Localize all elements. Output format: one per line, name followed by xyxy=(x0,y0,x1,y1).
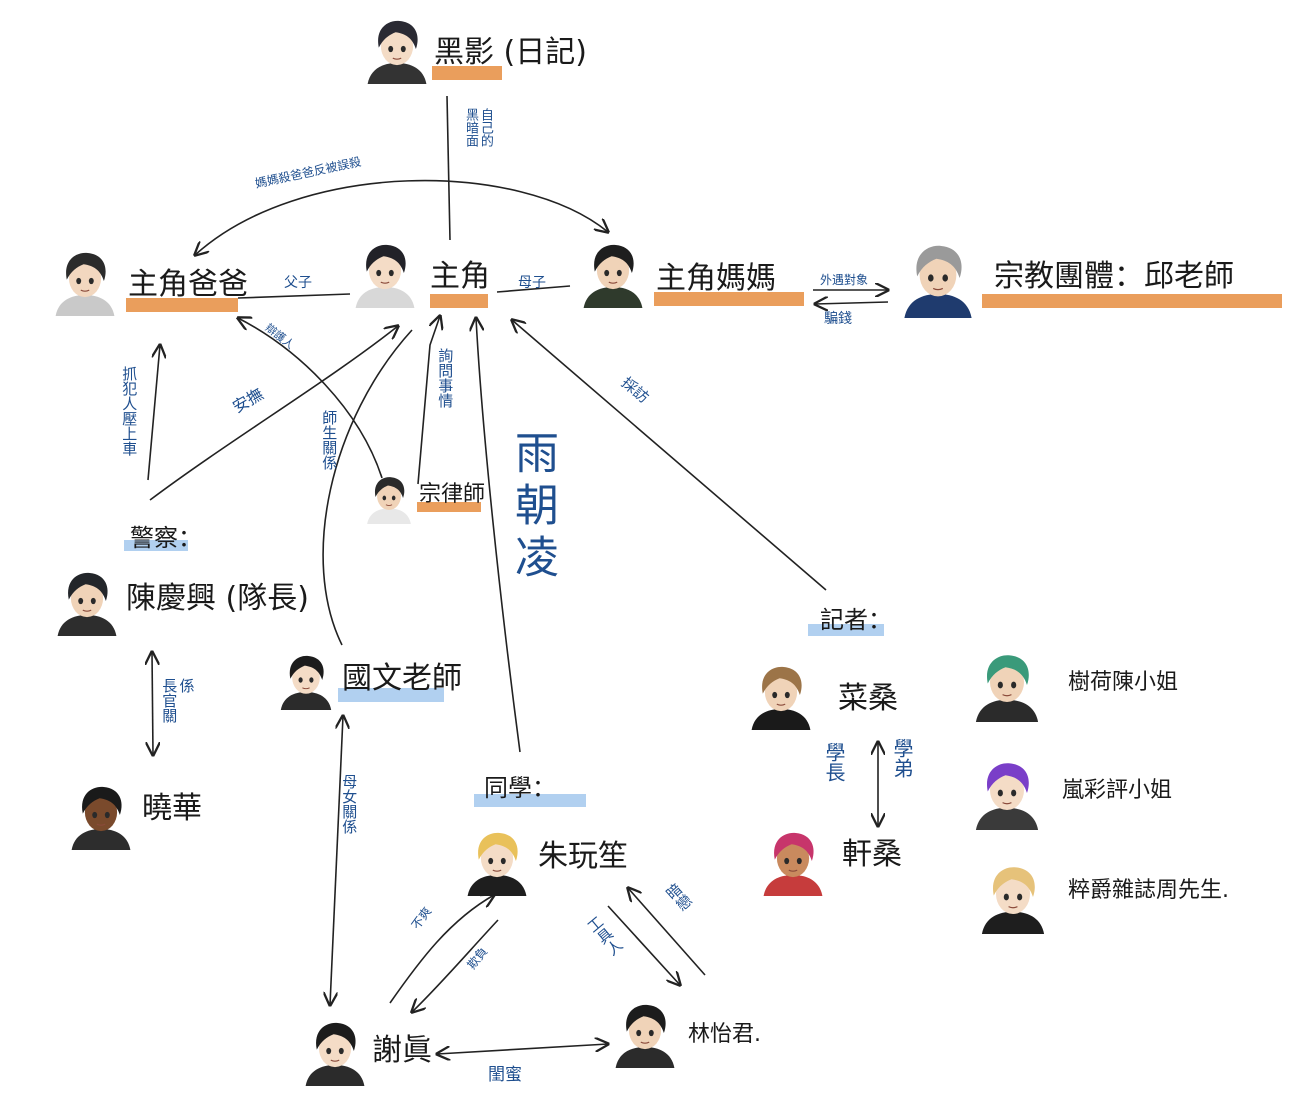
reporter-group-highlight xyxy=(808,624,884,636)
label-lawyer-hero: 詢問事情 xyxy=(436,348,455,408)
avatar xyxy=(300,1016,370,1086)
node-name: 朱玩笙 xyxy=(538,839,628,874)
node-name: 曉華 xyxy=(142,791,202,826)
avatar xyxy=(362,14,432,84)
highlight xyxy=(982,294,1282,308)
portrait-icon xyxy=(981,867,1045,934)
edge-classmates-hero xyxy=(476,318,521,753)
portrait-icon xyxy=(975,763,1039,830)
edge-police-dad xyxy=(147,345,160,481)
label-chinese-xie: 母女關係 xyxy=(340,774,359,834)
edge-lawyer-dad xyxy=(238,318,383,479)
portrait-icon xyxy=(615,1004,675,1068)
portrait-icon xyxy=(467,832,527,896)
avatar xyxy=(970,648,1044,722)
classmates-group-highlight xyxy=(474,794,586,807)
label-shadow-hero: 自己的黑暗面 xyxy=(462,108,493,147)
portrait-icon xyxy=(280,655,332,710)
node-name: 陳慶興 (隊長) xyxy=(126,581,309,616)
big-label: 雨朝凌 xyxy=(507,430,558,586)
avatar xyxy=(276,650,336,710)
avatar xyxy=(350,238,420,308)
highlight xyxy=(654,292,804,306)
avatar xyxy=(610,998,680,1068)
highlight xyxy=(417,502,481,512)
edge-dad-hero xyxy=(237,293,351,299)
edge-reporter-hero xyxy=(512,320,827,591)
node-name: 主角爸爸 xyxy=(128,267,248,302)
portrait-icon xyxy=(583,244,643,308)
edge-chen-xiaohua xyxy=(152,652,153,755)
node-name: 宗律師 xyxy=(419,482,486,507)
label-chen-xiaohua: 長官關係 xyxy=(160,678,196,723)
avatar xyxy=(898,238,978,318)
portrait-icon xyxy=(55,252,115,316)
label-cai-xuan-left: 學長 xyxy=(822,742,846,782)
node-name: 粹爵雜誌周先生. xyxy=(1068,878,1229,903)
node-name: 嵐彩評小姐 xyxy=(1062,778,1173,803)
portrait-icon xyxy=(975,655,1039,722)
edge-police-hero xyxy=(149,326,398,501)
node-name: 黑影 (日記) xyxy=(434,35,587,70)
highlight xyxy=(430,294,488,308)
portrait-icon xyxy=(71,786,131,850)
avatar xyxy=(970,756,1044,830)
edge-zhu-xie xyxy=(412,919,499,1012)
avatar xyxy=(976,860,1050,934)
portrait-icon xyxy=(367,20,427,84)
portrait-icon xyxy=(355,244,415,308)
avatar xyxy=(50,246,120,316)
node-name: 林怡君. xyxy=(688,1022,761,1047)
label-mom-qiu-top: 外遇對象 xyxy=(820,273,869,287)
police-group-highlight xyxy=(124,540,188,551)
classmates-group-label: 同學： xyxy=(484,774,556,802)
edge-chinese-hero xyxy=(322,329,413,646)
edge-mom-qiu-bottom xyxy=(815,302,889,304)
node-name: 主角 xyxy=(430,259,490,294)
highlight xyxy=(432,66,502,80)
portrait-icon xyxy=(763,832,823,896)
avatar xyxy=(363,472,415,524)
edge-chinese-xie xyxy=(330,716,343,1005)
node-name: 樹荷陳小姐 xyxy=(1068,670,1179,695)
label-chinese-hero: 師生關係 xyxy=(320,410,339,470)
label-cai-xuan-right: 學弟 xyxy=(890,738,914,778)
highlight xyxy=(338,688,444,702)
node-name: 宗教團體：邱老師 xyxy=(994,259,1234,294)
portrait-icon xyxy=(367,477,411,524)
edge-hero-mom xyxy=(496,285,571,293)
portrait-icon xyxy=(904,245,972,318)
node-name: 謝眞 xyxy=(372,1033,432,1068)
edge-xie-lin xyxy=(437,1044,608,1054)
highlight xyxy=(126,298,238,312)
label-xie-lin: 閨蜜 xyxy=(488,1065,522,1085)
avatar xyxy=(462,826,532,896)
portrait-icon xyxy=(57,572,117,636)
node-name: 菜桑 xyxy=(838,681,898,716)
node-name: 國文老師 xyxy=(342,661,462,696)
edge-xie-zhu xyxy=(389,895,494,1004)
edge-lin-zhu xyxy=(628,888,706,976)
node-name: 軒桑 xyxy=(842,837,902,872)
avatar xyxy=(66,780,136,850)
node-name: 主角媽媽 xyxy=(656,261,776,296)
edge-lawyer-hero xyxy=(417,316,440,485)
portrait-icon xyxy=(305,1022,365,1086)
edge-shadow-hero xyxy=(446,95,451,241)
avatar xyxy=(52,566,122,636)
reporter-group-label: 記者： xyxy=(820,606,892,634)
avatar xyxy=(578,238,648,308)
portrait-icon xyxy=(751,666,811,730)
avatar xyxy=(758,826,828,896)
label-hero-mom: 母子 xyxy=(518,275,546,291)
edge-mom-dad xyxy=(195,179,608,255)
label-police-dad: 抓犯人壓上車 xyxy=(120,366,139,456)
label-mom-qiu-bottom: 騙錢 xyxy=(824,311,852,327)
avatar xyxy=(746,660,816,730)
police-group-label: 警察： xyxy=(130,524,202,552)
edge-zhu-lin xyxy=(607,905,680,985)
label-dad-hero: 父子 xyxy=(284,275,312,291)
